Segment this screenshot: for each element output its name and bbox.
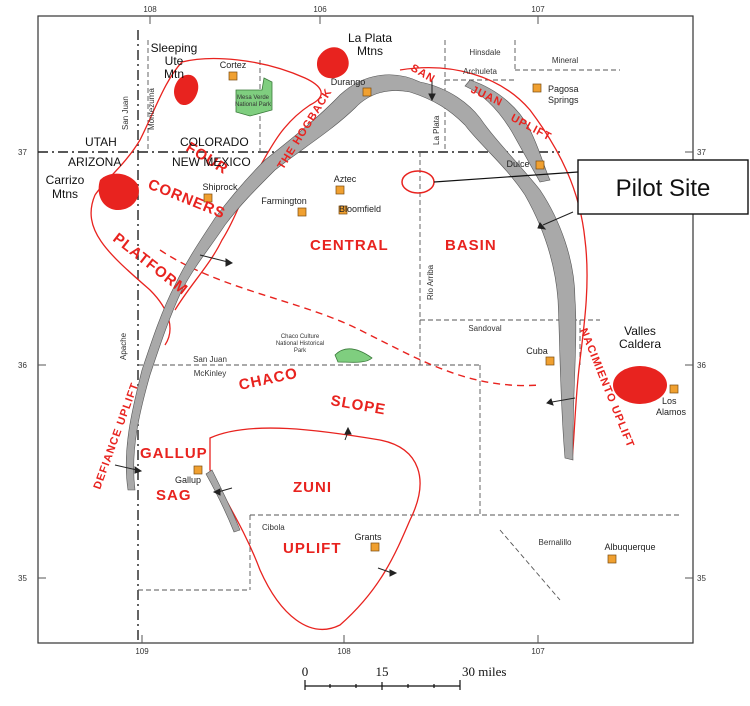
- grat-left-37: 37: [18, 148, 27, 157]
- town-cuba: Cuba: [526, 346, 548, 356]
- town-markers: [193, 71, 679, 564]
- label-sleeping-ute-1: Sleeping: [151, 41, 198, 55]
- hogback-monocline: [125, 74, 577, 491]
- carrizo-mtns: [98, 173, 139, 210]
- label-basin: BASIN: [445, 237, 497, 254]
- county-bernalillo: Bernalillo: [539, 538, 572, 547]
- town-pagosa-1: Pagosa: [548, 84, 579, 94]
- town-grants: Grants: [354, 532, 382, 542]
- county-archuleta: Archuleta: [463, 67, 497, 76]
- pilot-site-label: Pilot Site: [616, 175, 711, 202]
- valles-caldera: [613, 366, 667, 404]
- scale-bar: [304, 680, 461, 690]
- pilot-site-box: [577, 159, 749, 215]
- town-los-alamos-2: Alamos: [656, 407, 687, 417]
- chaco-park: [334, 348, 373, 363]
- grat-right-36: 36: [697, 361, 706, 370]
- pilot-site-pointer: [433, 171, 579, 183]
- county-montezuma: Montezuma: [147, 88, 156, 130]
- grat-bottom-107: 107: [531, 647, 545, 656]
- county-boundaries: [138, 40, 680, 601]
- label-sleeping-ute-2: Ute: [165, 54, 184, 68]
- county-san-juan-co: San Juan: [121, 96, 130, 130]
- label-utah: UTAH: [85, 135, 117, 149]
- county-la-plata: La Plata: [432, 115, 441, 145]
- park-mesa-verde-1: Mesa Verde: [237, 95, 270, 101]
- label-gallup: GALLUP: [140, 445, 208, 462]
- label-la-plata-1: La Plata: [348, 31, 392, 45]
- label-carrizo-2: Mtns: [52, 187, 78, 201]
- grat-right-37: 37: [697, 148, 706, 157]
- grat-bottom-108: 108: [337, 647, 351, 656]
- mesa-verde-park: [235, 77, 273, 117]
- town-aztec: Aztec: [334, 174, 357, 184]
- grat-right-35: 35: [697, 574, 706, 583]
- label-zuni: ZUNI: [293, 479, 332, 496]
- town-pagosa-2: Springs: [548, 95, 579, 105]
- label-la-plata-2: Mtns: [357, 44, 383, 58]
- grat-bottom-109: 109: [135, 647, 149, 656]
- map-frame: [37, 15, 694, 644]
- hogback-upper-sj: [464, 79, 551, 183]
- nacimiento-outline: [399, 67, 588, 461]
- label-sag: SAG: [156, 487, 192, 504]
- la-plata-mtns: [316, 47, 349, 79]
- label-valles-1: Valles: [624, 324, 656, 338]
- label-central: CENTRAL: [310, 237, 389, 254]
- graticule-ticks: [38, 16, 693, 643]
- label-sleeping-ute-3: Mtn: [164, 67, 184, 81]
- grat-left-35: 35: [18, 574, 27, 583]
- label-new-mexico: NEW MEXICO: [172, 155, 251, 169]
- county-apache: Apache: [119, 332, 128, 360]
- county-rio-arriba: Rio Arriba: [426, 264, 435, 300]
- label-colorado: COLORADO: [180, 135, 249, 149]
- county-sandoval: Sandoval: [468, 324, 502, 333]
- chaco-slope-boundary: [159, 249, 541, 387]
- gallup-sag-band: [205, 469, 241, 533]
- grat-left-36: 36: [18, 361, 27, 370]
- scale-zero: 0: [302, 664, 309, 679]
- scale-fifteen: 15: [376, 664, 389, 679]
- town-dulce: Dulce: [506, 159, 529, 169]
- grat-top-108: 108: [143, 5, 157, 14]
- dip-arrows: [114, 80, 576, 577]
- county-mineral: Mineral: [552, 56, 578, 65]
- town-cortez: Cortez: [220, 60, 247, 70]
- park-mesa-verde-2: National Park: [235, 102, 272, 108]
- park-chaco-3: Park: [294, 348, 307, 354]
- sleeping-ute-mtn: [174, 74, 199, 106]
- town-gallup: Gallup: [175, 475, 201, 485]
- scale-thirty: 30 miles: [462, 664, 506, 679]
- county-mckinley: McKinley: [194, 369, 226, 378]
- park-chaco-2: National Historical: [276, 341, 324, 347]
- town-los-alamos-1: Los: [662, 396, 677, 406]
- grat-top-106: 106: [313, 5, 327, 14]
- county-hinsdale: Hinsdale: [469, 48, 501, 57]
- town-shiprock: Shiprock: [202, 182, 238, 192]
- label-arizona: ARIZONA: [68, 155, 121, 169]
- label-uplift-zuni: UPLIFT: [283, 540, 342, 557]
- county-cibola: Cibola: [262, 523, 285, 532]
- label-valles-2: Caldera: [619, 337, 661, 351]
- label-carrizo-1: Carrizo: [46, 173, 85, 187]
- town-bloomfield: Bloomfield: [339, 204, 381, 214]
- town-durango: Durango: [331, 77, 366, 87]
- grat-top-107: 107: [531, 5, 545, 14]
- town-farmington: Farmington: [261, 196, 307, 206]
- county-san-juan-nm: San Juan: [193, 355, 227, 364]
- zuni-uplift-outline: [209, 427, 421, 630]
- park-chaco-1: Chaco Culture: [281, 334, 320, 340]
- town-albuquerque: Albuquerque: [604, 542, 655, 552]
